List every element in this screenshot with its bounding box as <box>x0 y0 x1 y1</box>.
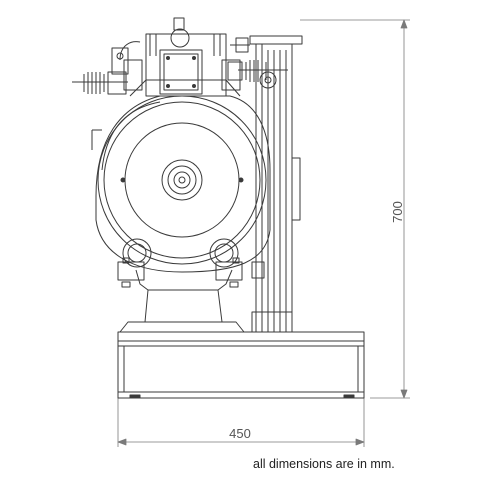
height-arrow-bottom <box>400 389 408 399</box>
hub-outer <box>161 159 203 201</box>
brake-housing <box>145 33 227 97</box>
foot-bolt <box>229 281 239 288</box>
roller-right <box>209 238 239 268</box>
pivot-plate-left <box>111 47 129 75</box>
width-arrow-left <box>117 438 127 446</box>
roller-right-inner <box>214 243 234 263</box>
width-dimension <box>117 398 365 447</box>
width-arrow-right <box>355 438 365 446</box>
brake-top-knob <box>170 28 190 48</box>
hub-center <box>173 171 191 189</box>
pulley-top-cap <box>249 35 303 45</box>
foot-block-right <box>215 261 243 281</box>
brake-screw <box>192 84 196 88</box>
shaft-end <box>178 176 186 184</box>
brake-lever-left <box>119 41 141 61</box>
height-dimension <box>300 19 410 399</box>
units-note: all dimensions are in mm. <box>253 457 395 471</box>
pedestal <box>117 257 245 333</box>
base-foot-right <box>343 394 355 399</box>
brake-screw <box>166 84 170 88</box>
width-label: 450 <box>229 426 251 441</box>
foot-block-left <box>117 261 145 281</box>
brake-arm <box>129 79 241 97</box>
roller-left-inner <box>127 243 147 263</box>
brake-assembly <box>119 17 241 97</box>
pivot-plate <box>111 47 129 75</box>
brake-spring-left <box>72 71 128 95</box>
foot-bolt <box>122 257 130 264</box>
brake-screw <box>166 56 170 60</box>
drum-inner-rim <box>103 101 261 259</box>
brake-screw <box>192 56 196 60</box>
height-arrow-top <box>400 19 408 29</box>
brake-arm-block-left <box>123 59 143 91</box>
height-label: 700 <box>390 201 405 223</box>
motor-housing-outline <box>95 95 271 273</box>
base-foot-left <box>129 394 141 399</box>
pulley-bracket <box>251 261 265 279</box>
brake-cap <box>173 17 185 31</box>
brake-arm-block-right <box>221 59 241 91</box>
side-pulley <box>249 35 303 333</box>
foot-bolt <box>232 257 240 264</box>
pulley-idler-top <box>259 71 277 89</box>
pedestal-leg-left <box>119 269 149 333</box>
roller-left <box>122 238 152 268</box>
spring-housing-left <box>107 71 127 95</box>
drum <box>97 95 267 265</box>
brake-plate <box>159 49 203 95</box>
pulley-idler-top-center <box>264 76 272 84</box>
drum-bolt-right <box>238 177 244 183</box>
base-frame-outline <box>117 331 365 399</box>
pulley-hub-plate <box>291 157 301 221</box>
brake-plate-inner <box>163 53 199 91</box>
spring-housing-right <box>227 61 243 81</box>
spring-coils-left <box>83 72 105 94</box>
hub-ring <box>167 165 197 195</box>
brake-spring-right <box>227 37 288 82</box>
drum-bolt-left <box>120 177 126 183</box>
pivot-hole <box>116 52 124 60</box>
pulley-base-block <box>251 311 293 333</box>
base-frame <box>117 331 365 399</box>
pedestal-leg-right <box>217 269 245 333</box>
spring-coils-right <box>245 60 267 82</box>
lower-rollers <box>122 238 239 268</box>
drum-face <box>124 122 240 238</box>
foot-bolt <box>121 281 131 288</box>
